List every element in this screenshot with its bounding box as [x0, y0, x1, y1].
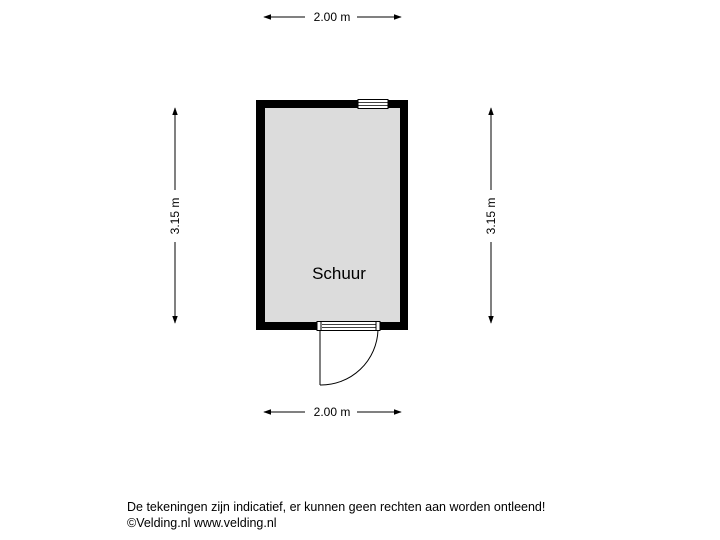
door-jamb-right — [375, 321, 381, 331]
window — [357, 99, 389, 109]
left-dimension-label: 3.15 m — [168, 198, 182, 235]
door — [316, 321, 381, 386]
room-schuur: Schuur — [256, 99, 408, 386]
room-label: Schuur — [312, 264, 366, 283]
left-dimension: 3.15 m — [168, 107, 182, 324]
window-frame — [357, 99, 389, 109]
right-dimension-label: 3.15 m — [484, 198, 498, 235]
top-dimension: 2.00 m — [263, 10, 402, 24]
room-floor — [265, 108, 400, 322]
right-dimension: 3.15 m — [484, 107, 498, 324]
bottom-dimension: 2.00 m — [263, 405, 402, 419]
door-opening — [316, 321, 381, 331]
door-jamb-left — [316, 321, 322, 331]
bottom-dimension-label: 2.00 m — [314, 405, 351, 419]
top-dimension-label: 2.00 m — [314, 10, 351, 24]
copyright-text: ©Velding.nl www.velding.nl — [127, 516, 277, 530]
door-swing-arc — [319, 329, 379, 386]
disclaimer-text: De tekeningen zijn indicatief, er kunnen… — [127, 500, 546, 514]
